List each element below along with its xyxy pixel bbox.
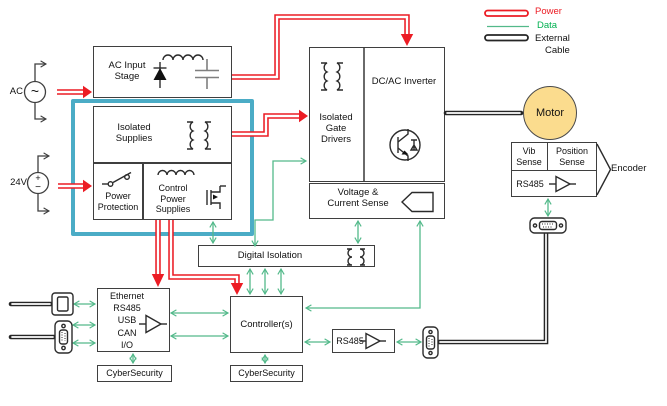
cybersecurity-right-label: CyberSecurity — [238, 368, 295, 379]
legend-external-cable-icon — [484, 34, 529, 42]
power-protection-label: Power Protection — [97, 191, 139, 212]
legend-data-label: Data — [537, 20, 579, 31]
db9-connector-bottom-icon — [422, 326, 439, 359]
vc-sense-label-line1: Voltage & — [337, 187, 379, 198]
cable-db9-db9-core — [439, 233, 547, 343]
gate-drivers-label: Isolated Gate Drivers — [319, 112, 353, 145]
power-arrowhead — [151, 274, 165, 287]
position-sense-label: Position Sense — [555, 146, 589, 167]
legend-data-text: Data — [537, 20, 558, 31]
legend-power-line-icon — [484, 9, 529, 17]
vc-sense-label-line2: Current Sense — [327, 198, 389, 209]
legend-cable-label: Cable — [545, 45, 570, 56]
dc-minus-symbol: − — [35, 182, 41, 193]
db9-connector-top-icon — [529, 217, 567, 234]
encoder-rs485-label: RS485 — [516, 179, 544, 189]
ac-source-label: AC — [9, 86, 23, 97]
isolation-enclosure-outline — [71, 99, 254, 236]
power-arrowhead — [400, 34, 414, 46]
motor-circle — [523, 86, 577, 140]
rs485-external-label: RS485 — [336, 336, 364, 346]
legend-symbols — [484, 9, 529, 42]
block-encoder-board — [511, 142, 597, 197]
controller-label: Controller(s) — [240, 319, 293, 330]
power-arrowhead — [83, 85, 92, 99]
ac-sine-symbol: ~ — [30, 82, 40, 99]
inverter-label: DC/AC Inverter — [371, 76, 437, 87]
rj45-connector-icon — [51, 292, 74, 316]
block-comms — [97, 288, 170, 352]
encoder-label: Encoder — [611, 163, 647, 174]
db9-connector-left-icon — [54, 320, 73, 354]
legend-external-label: External — [535, 33, 570, 44]
comms-label-stack: Ethernet RS485 USB CAN I/O — [99, 290, 155, 352]
legend-power-text: Power — [535, 6, 562, 17]
data-link-isolation-gatedrivers — [251, 157, 308, 248]
encoder-board-row-divider — [511, 170, 597, 171]
comms-ethernet-label: Ethernet — [109, 290, 145, 301]
comms-usb-label: USB — [117, 315, 137, 326]
isolated-supplies-label: Isolated Supplies — [115, 122, 153, 144]
block-cybersecurity-right — [230, 365, 303, 382]
control-power-supplies-label: Control Power Supplies — [155, 183, 191, 214]
vib-sense-label: Vib Sense — [516, 146, 542, 167]
comms-io-label: I/O — [120, 340, 133, 351]
legend-power-label: Power — [535, 6, 577, 17]
power-arrowhead — [299, 109, 308, 123]
cable-db9-db9 — [436, 230, 549, 345]
ac-input-stage-label: AC Input Stage — [108, 60, 146, 82]
digital-isolation-label: Digital Isolation — [237, 250, 303, 261]
cybersecurity-left-label: CyberSecurity — [106, 368, 163, 379]
comms-rs485-label: RS485 — [113, 302, 141, 313]
comms-can-label: CAN — [117, 327, 137, 338]
power-arrowhead — [230, 283, 244, 295]
block-controller — [230, 296, 303, 353]
motor-label: Motor — [535, 106, 565, 119]
dc-source-label: 24V — [10, 177, 27, 188]
encoder-board-col-divider — [547, 142, 548, 170]
block-cybersecurity-left — [97, 365, 172, 382]
encoder-bracket — [596, 143, 612, 196]
